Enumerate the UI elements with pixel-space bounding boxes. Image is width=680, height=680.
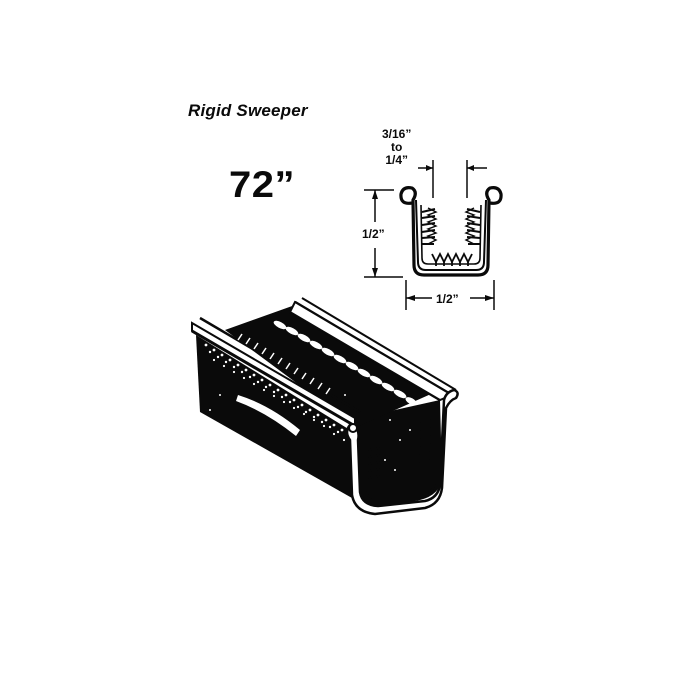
cross-section-diagram [364,160,503,310]
opening-dimension-to: to [391,140,403,154]
product-title: Rigid Sweeper [188,101,308,120]
isometric-product-drawing [191,297,459,516]
product-length: 72” [229,164,296,205]
opening-dimension-label: 3/16” to 1/4” [382,128,411,167]
width-dimension-label: 1/2” [434,292,461,306]
height-dimension-label: 1/2” [362,227,385,241]
opening-dimension-max: 1/4” [385,153,409,167]
opening-dimension-min: 3/16” [382,127,412,141]
